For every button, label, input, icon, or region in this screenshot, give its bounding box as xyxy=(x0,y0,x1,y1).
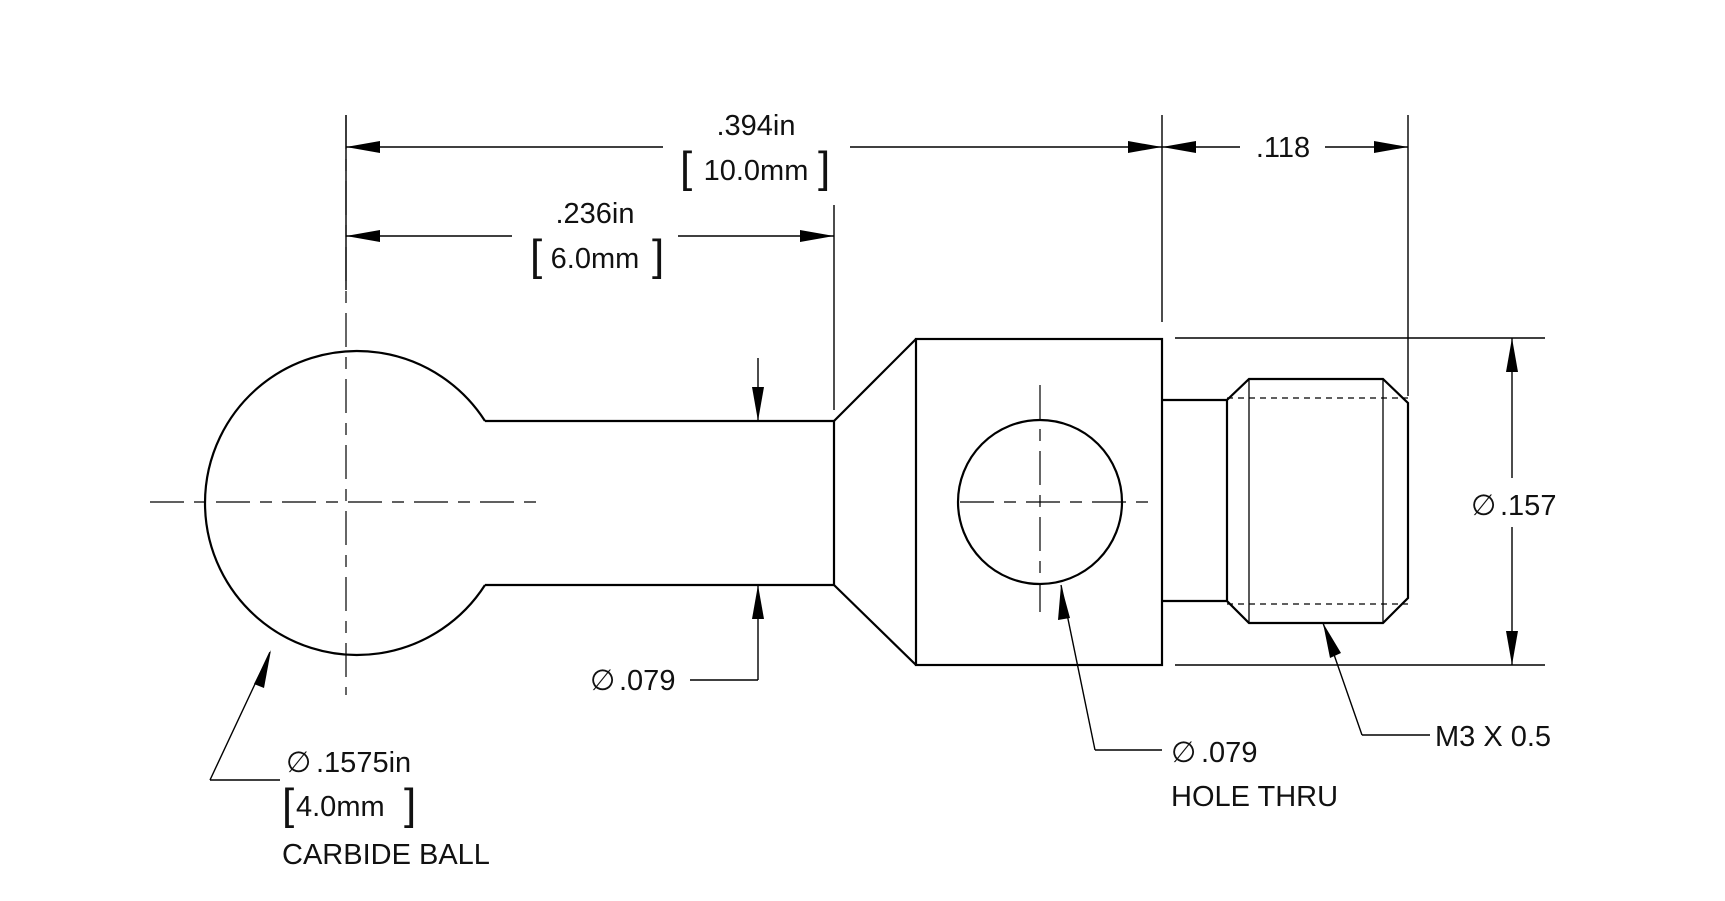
bracket-close: ] xyxy=(818,143,830,192)
callout-thread: M3 X 0.5 xyxy=(1322,622,1551,753)
dim-ball-to-shoulder: .236in [ 6.0mm ] xyxy=(346,198,834,280)
diameter-symbol: ∅ xyxy=(286,747,311,779)
arrowhead xyxy=(1506,631,1518,665)
arrowhead xyxy=(254,650,271,688)
neck-dia-value: .079 xyxy=(619,665,675,697)
ball-dia-mm: 4.0mm xyxy=(296,791,385,823)
arrowhead xyxy=(1506,338,1518,372)
ball-to-shoulder-in: .236in xyxy=(555,198,634,230)
diameter-symbol: ∅ xyxy=(1171,737,1196,769)
threaded-stud xyxy=(1225,377,1410,625)
arrowhead xyxy=(752,387,764,421)
overall-length-in: .394in xyxy=(716,110,795,142)
part-outline xyxy=(204,337,1410,667)
arrowhead xyxy=(346,141,380,153)
bracket-close: ] xyxy=(404,780,416,829)
thread-spec: M3 X 0.5 xyxy=(1435,721,1551,753)
dim-overall-length: .394in [ 10.0mm ] xyxy=(346,110,1162,192)
overall-length-mm: 10.0mm xyxy=(704,155,809,187)
chamfer-top xyxy=(833,338,917,422)
thread-od-value: .157 xyxy=(1500,490,1556,522)
arrowhead xyxy=(346,230,380,242)
callout-ball: ∅ .1575in [ 4.0mm ] CARBIDE BALL xyxy=(209,650,490,871)
bracket-close: ] xyxy=(652,231,664,280)
arrowhead xyxy=(1323,623,1341,658)
bracket-open: [ xyxy=(282,780,294,829)
arrowhead xyxy=(1162,141,1196,153)
extension-lines xyxy=(345,115,1545,666)
arrowhead xyxy=(1374,141,1408,153)
arrowhead xyxy=(800,230,834,242)
dim-neck-dia: ∅ .079 xyxy=(590,358,764,697)
arrowhead xyxy=(1058,585,1070,620)
diameter-symbol: ∅ xyxy=(1471,490,1496,522)
ball-note: CARBIDE BALL xyxy=(282,839,490,871)
bracket-open: [ xyxy=(530,231,542,280)
bracket-open: [ xyxy=(680,143,692,192)
arrowhead xyxy=(1128,141,1162,153)
diameter-symbol: ∅ xyxy=(590,665,615,697)
hole-dia-value: .079 xyxy=(1201,737,1257,769)
thread-length-value: .118 xyxy=(1256,132,1310,164)
chamfer-bottom xyxy=(833,584,917,666)
ball-dia-value: .1575in xyxy=(316,747,411,779)
arrowhead xyxy=(752,585,764,619)
body-block xyxy=(914,337,1164,667)
hole-note: HOLE THRU xyxy=(1171,781,1338,813)
center-lines xyxy=(150,115,1150,695)
ball-to-shoulder-mm: 6.0mm xyxy=(551,243,640,275)
callout-hole: ∅ .079 HOLE THRU xyxy=(1058,584,1338,813)
carbide-ball xyxy=(204,349,486,657)
dim-thread-length: .118 xyxy=(1162,132,1408,164)
dim-thread-od: ∅ .157 xyxy=(1471,338,1556,665)
